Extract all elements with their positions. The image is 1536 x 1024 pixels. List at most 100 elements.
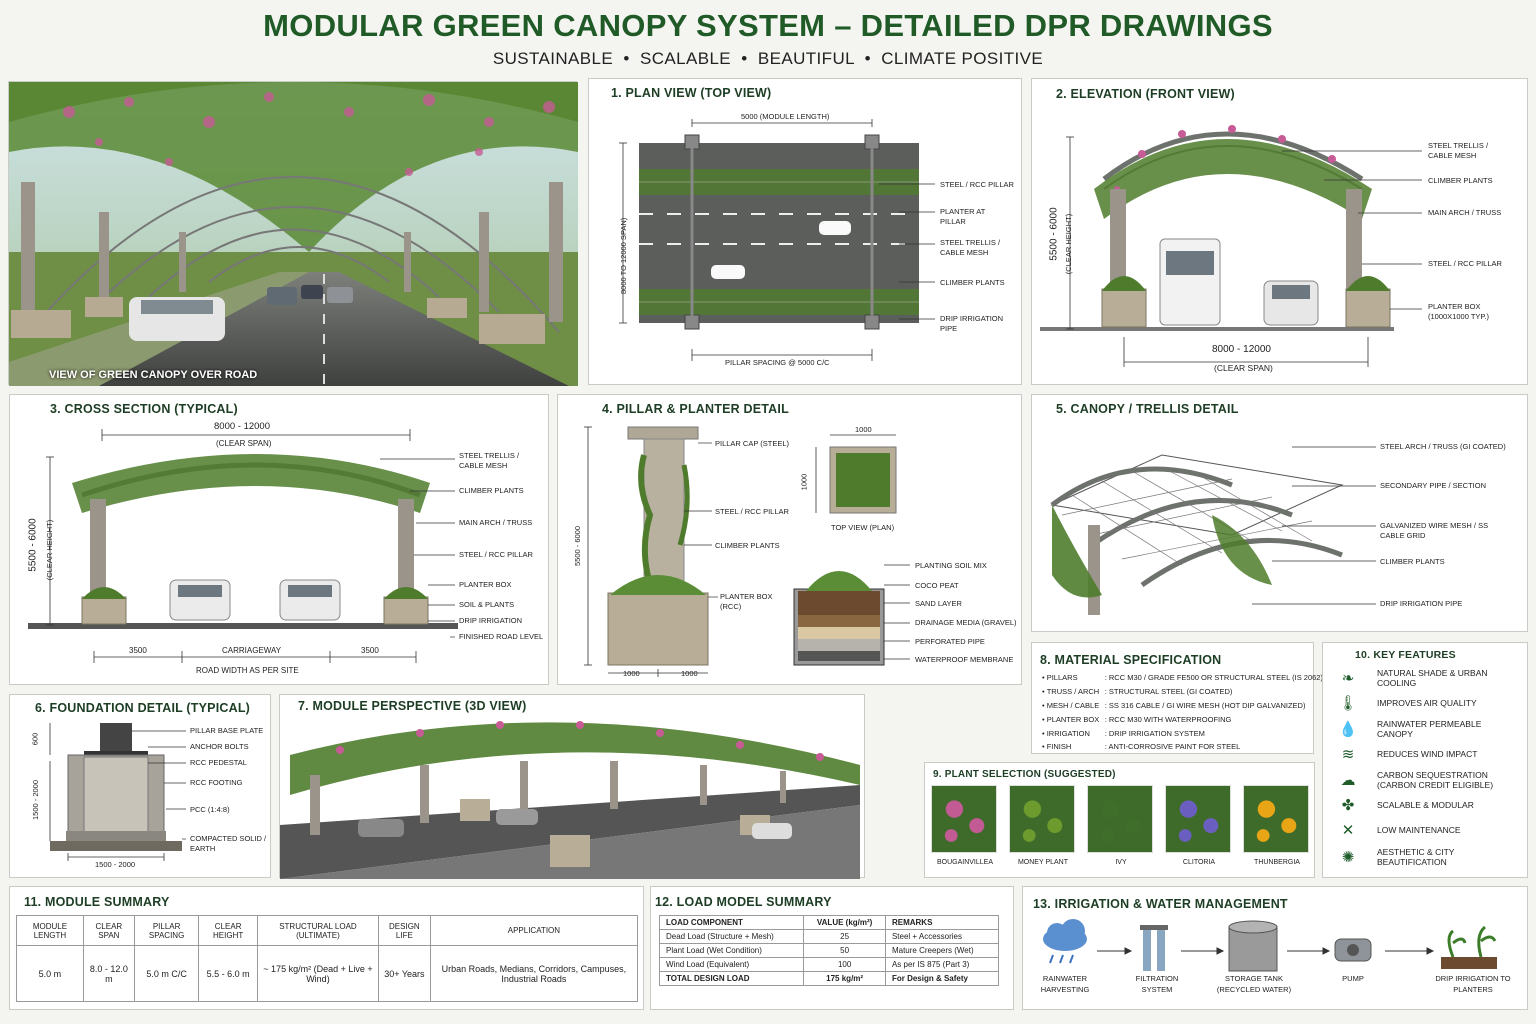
feature-item: 💧RAINWATER PERMEABLE CANOPY [1337, 719, 1497, 739]
layer-soil: PLANTING SOIL MIX [915, 561, 987, 570]
table-cell: Mature Creepers (Wet) [884, 943, 1000, 958]
plan-label-trellis: STEEL TRELLIS / CABLE MESH [940, 238, 1001, 257]
foundation-dim-top: 600 [30, 732, 40, 746]
cross-section-panel: 3. CROSS SECTION (TYPICAL) 8000 - 12000 … [9, 394, 549, 685]
table-header: PILLAR SPACING [133, 915, 200, 946]
cross-drawing [28, 429, 458, 663]
table-header: MODULE LENGTH [16, 915, 84, 946]
foundation-title: 6. FOUNDATION DETAIL (TYPICAL) [35, 701, 251, 715]
feature-item: ✺AESTHETIC & CITY BEAUTIFICATION [1337, 847, 1497, 867]
feature-label: CARBON SEQUESTRATION (CARBON CREDIT ELIG… [1377, 770, 1494, 790]
cross-label-climber: CLIMBER PLANTS [459, 486, 524, 495]
table-header: DESIGN LIFE [377, 915, 431, 946]
co2-cloud-icon: ☁ [1340, 772, 1356, 789]
filter-icon [1140, 925, 1168, 971]
table-header: CLEAR HEIGHT [198, 915, 258, 946]
perspective-title: 7. MODULE PERSPECTIVE (3D VIEW) [298, 699, 527, 713]
cross-label-pillar: STEEL / RCC PILLAR [459, 550, 533, 559]
foundation-label-footing: RCC FOOTING [190, 778, 243, 787]
table-cell: 5.0 m [16, 945, 84, 1002]
leaf-icon: ❧ [1341, 670, 1355, 687]
table-cell: 100 [803, 957, 886, 972]
plan-dim-side: 8000 TO 12000 SPAN) [619, 217, 628, 294]
page-subtitle: SUSTAINABLE • SCALABLE • BEAUTIFUL • CLI… [492, 49, 1044, 68]
table-header: STRUCTURAL LOAD (ULTIMATE) [256, 915, 379, 946]
plant-name: BOUGAINVILLEA [936, 859, 994, 866]
cross-label-planter: PLANTER BOX [459, 580, 512, 589]
spec-row: • TRUSS / ARCH: STRUCTURAL STEEL (GI COA… [1042, 687, 1233, 696]
feature-item: ≋REDUCES WIND IMPACT [1337, 745, 1497, 763]
pillar-top-dim: 1000 [855, 425, 872, 434]
table-cell: Plant Load (Wet Condition) [658, 943, 805, 958]
trellis-drawing [1050, 446, 1376, 615]
cross-label-road: FINISHED ROAD LEVEL [459, 632, 544, 641]
pump-icon [1334, 938, 1372, 962]
plant-card: CLITORIA [1165, 785, 1233, 866]
irrigation-icons [1043, 919, 1497, 972]
photo-caption: VIEW OF GREEN CANOPY OVER ROAD [49, 369, 258, 381]
feature-item: ❧NATURAL SHADE & URBAN COOLING [1337, 668, 1497, 688]
trellis-label-secondary: SECONDARY PIPE / SECTION [1380, 481, 1486, 490]
elevation-drawing [1040, 125, 1422, 367]
tools-icon: ✕ [1341, 822, 1355, 839]
step-pump: PUMP [1342, 974, 1364, 983]
elev-dim-span-sub: (CLEAR SPAN) [1214, 363, 1273, 373]
features-title: 10. KEY FEATURES [1355, 649, 1456, 661]
table-cell: Dead Load (Structure + Mesh) [658, 929, 805, 944]
plan-view-panel: 1. PLAN VIEW (TOP VIEW) 5000 (MODULE LEN… [588, 78, 1022, 385]
pillar-title: 4. PILLAR & PLANTER DETAIL [602, 402, 789, 416]
cross-label-arch: MAIN ARCH / TRUSS [459, 518, 533, 527]
elev-label-arch: MAIN ARCH / TRUSS [1428, 208, 1502, 217]
table-header: REMARKS [884, 915, 1000, 930]
pillar-label-planter: PLANTER BOX (RCC) [720, 592, 773, 611]
feature-item: ✕ LOW MAINTENANCE [1337, 821, 1497, 839]
foundation-dim-side: 1500 - 2000 [31, 779, 41, 821]
load-summary-title: 12. LOAD MODEL SUMMARY [655, 895, 832, 909]
foundation-label-bolts: ANCHOR BOLTS [190, 742, 249, 751]
layer-cocopeat: COCO PEAT [915, 581, 959, 590]
plant-image [1009, 785, 1075, 853]
plan-drawing [619, 119, 935, 361]
feature-label: RAINWATER PERMEABLE CANOPY [1377, 719, 1482, 739]
layer-membrane: WATERPROOF MEMBRANE [915, 655, 1014, 664]
bulb-icon: ✺ [1341, 848, 1355, 866]
plant-card: IVY [1087, 785, 1155, 866]
table-header: VALUE (kg/m²) [803, 915, 886, 930]
pillar-label-climber: CLIMBER PLANTS [715, 541, 780, 550]
plant-card: THUNBERGIA [1243, 785, 1311, 866]
table-cell: Urban Roads, Medians, Corridors, Campuse… [429, 945, 639, 1002]
plant-name: IVY [1115, 859, 1127, 866]
tank-icon [1228, 920, 1278, 972]
spec-row: • IRRIGATION: DRIP IRRIGATION SYSTEM [1042, 729, 1205, 738]
plant-image [1087, 785, 1153, 853]
irrigation-panel: 13. IRRIGATION & WATER MANAGEMENT [1022, 886, 1528, 1010]
layer-sand: SAND LAYER [915, 599, 962, 608]
feature-item: 🌡IMPROVES AIR QUALITY [1337, 694, 1497, 712]
trellis-label-arch: STEEL ARCH / TRUSS (GI COATED) [1380, 442, 1506, 451]
cross-label-trellis: STEEL TRELLIS / CABLE MESH [459, 451, 520, 470]
elev-dim-span: 8000 - 12000 [1212, 344, 1271, 355]
material-title: 8. MATERIAL SPECIFICATION [1040, 653, 1222, 667]
table-header: CLEAR SPAN [82, 915, 135, 946]
feature-label: SCALABLE & MODULAR [1377, 799, 1474, 810]
table-cell: 175 kg/m² [803, 971, 886, 986]
feature-label: LOW MAINTENANCE [1377, 825, 1461, 835]
spec-row: • MESH / CABLE: SS 316 CABLE / GI WIRE M… [1042, 701, 1306, 710]
elev-label-climber: CLIMBER PLANTS [1428, 176, 1493, 185]
plant-name: THUNBERGIA [1254, 859, 1300, 866]
plant-name: CLITORIA [1182, 859, 1216, 866]
plant-image [931, 785, 997, 853]
elevation-panel: 2. ELEVATION (FRONT VIEW) 5500 - 6000 (C… [1031, 78, 1528, 385]
pillar-dim-w1: 1000 [623, 669, 640, 678]
table-cell: 30+ Years [377, 945, 431, 1002]
cross-dim-mid: CARRIAGEWAY [222, 646, 282, 655]
cross-label-soil: SOIL & PLANTS [459, 600, 515, 609]
table-cell: For Design & Safety [884, 971, 1000, 986]
plan-label-climber: CLIMBER PLANTS [940, 278, 1005, 287]
cross-label-drip: DRIP IRRIGATION [459, 616, 523, 625]
pillar-detail-panel: 4. PILLAR & PLANTER DETAIL PILLAR CAP (S… [557, 394, 1022, 685]
